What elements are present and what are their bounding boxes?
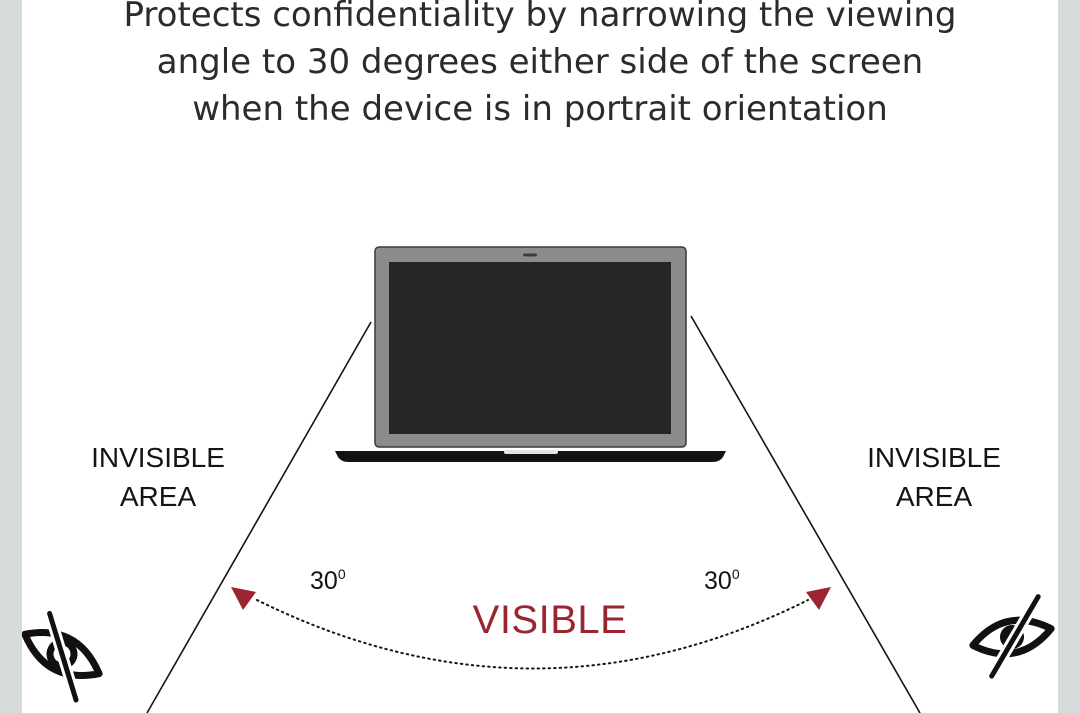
right-invisible-area-label: INVISIBLE AREA: [814, 438, 1054, 516]
visible-arc: [256, 599, 809, 670]
headline-line-2: angle to 30 degrees either side of the s…: [156, 42, 924, 82]
left-zone-label-line-1: INVISIBLE: [91, 442, 225, 473]
laptop-screen: [389, 262, 671, 434]
left-boundary-line: [146, 321, 372, 713]
visible-area-label: VISIBLE: [472, 598, 628, 642]
right-boundary-line: [690, 315, 921, 713]
right-angle-value: 30: [704, 567, 732, 595]
right-angle-label: 300: [704, 566, 740, 596]
headline: Protects confidentiality by narrowing th…: [22, 0, 1058, 133]
laptop-icon: [335, 246, 726, 462]
right-arrowhead: [806, 587, 831, 610]
laptop-base: [335, 451, 726, 462]
laptop-notch: [504, 450, 558, 454]
left-angle-value: 30: [310, 567, 338, 595]
viewing-angle-diagram: [22, 246, 1055, 713]
eye-slash-icon: [969, 593, 1055, 679]
eye-slash-icon: [22, 610, 103, 703]
headline-line-3: when the device is in portrait orientati…: [192, 89, 888, 129]
right-zone-label-line-1: INVISIBLE: [867, 442, 1001, 473]
left-angle-unit: 0: [337, 566, 346, 582]
left-angle-label: 300: [310, 566, 346, 596]
right-zone-label-line-2: AREA: [895, 481, 973, 512]
right-angle-unit: 0: [731, 566, 740, 582]
left-arrowhead: [231, 587, 256, 610]
left-zone-label-line-2: AREA: [119, 481, 197, 512]
infographic-panel: Protects confidentiality by narrowing th…: [22, 0, 1058, 713]
headline-line-1: Protects confidentiality by narrowing th…: [123, 0, 957, 35]
laptop-camera-bar: [523, 253, 537, 257]
left-invisible-area-label: INVISIBLE AREA: [38, 438, 278, 516]
